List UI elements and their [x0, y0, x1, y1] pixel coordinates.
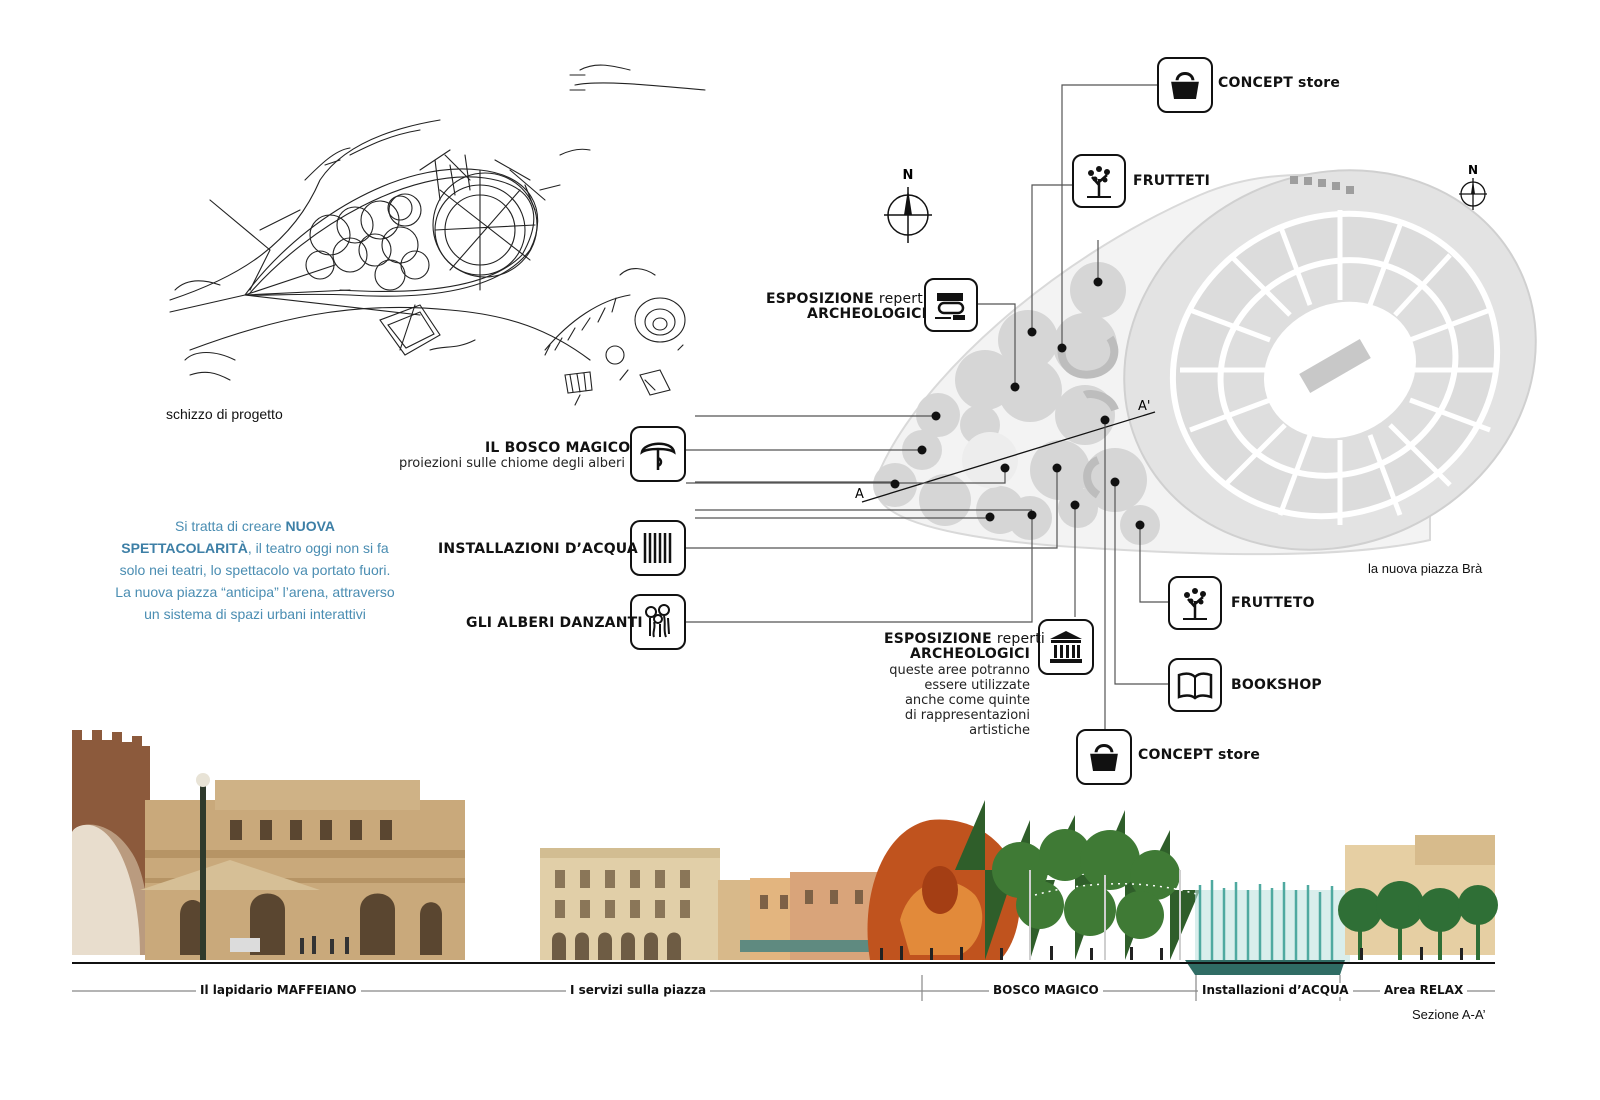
compass-right: N: [1459, 163, 1487, 210]
esposizione-bottom-suffix: reperti: [996, 631, 1046, 647]
intro-line1: Si tratta di creare: [174, 518, 286, 534]
shopping-basket-icon: [1076, 729, 1132, 785]
fruit-tree-icon: [1168, 576, 1222, 630]
intro-line3: solo nei teatri, lo spettacolo va portat…: [119, 562, 391, 578]
label-bosco-magico-sub: proiezioni sulle chiome degli alberi: [399, 456, 626, 471]
desc-line: artistiche: [969, 723, 1030, 738]
section-illustration: [72, 730, 1498, 975]
concept-bottom-main: CONCEPT: [1138, 747, 1213, 763]
intro-line5: un sistema di spazi urbani interattivi: [144, 606, 366, 622]
desc-line: essere utilizzate: [924, 678, 1030, 693]
intro-highlight-spettacolarita: SPETTACOLARITÀ: [121, 540, 248, 556]
connector-lines: [686, 84, 1170, 733]
water-curtain-icon: [630, 520, 686, 576]
esposizione-top-main: ESPOSIZIONE: [766, 291, 874, 307]
section-a-prime: A': [1138, 399, 1150, 414]
label-concept-store-top: CONCEPT store: [1218, 75, 1340, 91]
shopping-basket-icon: [1157, 57, 1213, 113]
compass-north-label: N: [903, 168, 914, 183]
section-label-lapidario: Il lapidario MAFFEIANO: [196, 983, 361, 997]
open-book-icon: [1168, 658, 1222, 712]
section-label-servizi: I servizi sulla piazza: [566, 983, 711, 997]
compass-left: N: [884, 168, 932, 243]
sketch-caption: schizzo di progetto: [166, 406, 283, 422]
palazzo-building: [140, 773, 465, 960]
people: [880, 946, 1463, 960]
city-gate: [72, 730, 150, 955]
label-esposizione-bottom: ESPOSIZIONE reperti ARCHEOLOGICI: [884, 631, 1045, 662]
desc-line: anche come quinte: [904, 693, 1030, 708]
label-frutteti: FRUTTETI: [1133, 173, 1211, 189]
intro-line4: La nuova piazza “anticipa” l’arena, attr…: [115, 584, 395, 600]
concept-bottom-suffix: store: [1218, 747, 1261, 763]
label-frutteto: FRUTTETO: [1231, 595, 1315, 611]
intro-highlight-nuova: NUOVA: [285, 518, 336, 534]
fruit-tree-icon: [1072, 154, 1126, 208]
section-label-acqua: Installazioni d’ACQUA: [1198, 983, 1353, 997]
label-bosco-magico: IL BOSCO MAGICO: [485, 440, 631, 456]
label-esposizione-top: ESPOSIZIONE reperti ARCHEOLOGICI: [766, 292, 927, 322]
esposizione-bottom-line2: ARCHEOLOGICI: [910, 646, 1030, 662]
label-concept-store-bottom: CONCEPT store: [1138, 747, 1260, 763]
classical-temple-icon: [1038, 619, 1094, 675]
piazza-trees: [873, 262, 1160, 545]
magic-forest: [867, 800, 1341, 960]
label-esposizione-bottom-desc: queste aree potranno essere utilizzate a…: [870, 663, 1030, 738]
magic-tree-icon: [630, 426, 686, 482]
section-a: A: [855, 487, 864, 502]
esposizione-top-suffix: reperti: [878, 291, 928, 307]
section-caption: Sezione A-A’: [1412, 1007, 1486, 1022]
relax-area: [1338, 835, 1498, 960]
section-label-relax: Area RELAX: [1380, 983, 1468, 997]
section-label-bosco: BOSCO MAGICO: [989, 983, 1103, 997]
desc-line: di rappresentazioni: [904, 708, 1030, 723]
concept-top-suffix: store: [1298, 75, 1341, 91]
dancing-trees-icon: [630, 594, 686, 650]
label-installazioni-acqua: INSTALLAZIONI D’ACQUA: [438, 541, 638, 557]
archaeological-finds-icon: [924, 278, 978, 332]
section-line: [861, 411, 1156, 503]
concept-top-main: CONCEPT: [1218, 75, 1293, 91]
label-alberi-danzanti: GLI ALBERI DANZANTI: [466, 615, 643, 631]
label-bookshop: BOOKSHOP: [1231, 677, 1322, 693]
water-installation: [1185, 880, 1350, 975]
desc-line: queste aree potranno: [889, 663, 1030, 678]
services-buildings: [540, 848, 880, 960]
piazza-label: la nuova piazza Brà: [1368, 561, 1483, 576]
project-sketch: [169, 64, 706, 406]
intro-paragraph: Si tratta di creare NUOVA SPETTACOLARITÀ…: [100, 515, 410, 625]
arena-plan: [1123, 169, 1537, 551]
intro-line2: , il teatro oggi non si fa: [247, 540, 389, 556]
esposizione-bottom-main: ESPOSIZIONE: [884, 631, 992, 647]
compass-north-label: N: [1468, 163, 1478, 177]
esposizione-top-line2: ARCHEOLOGICI: [807, 306, 928, 322]
